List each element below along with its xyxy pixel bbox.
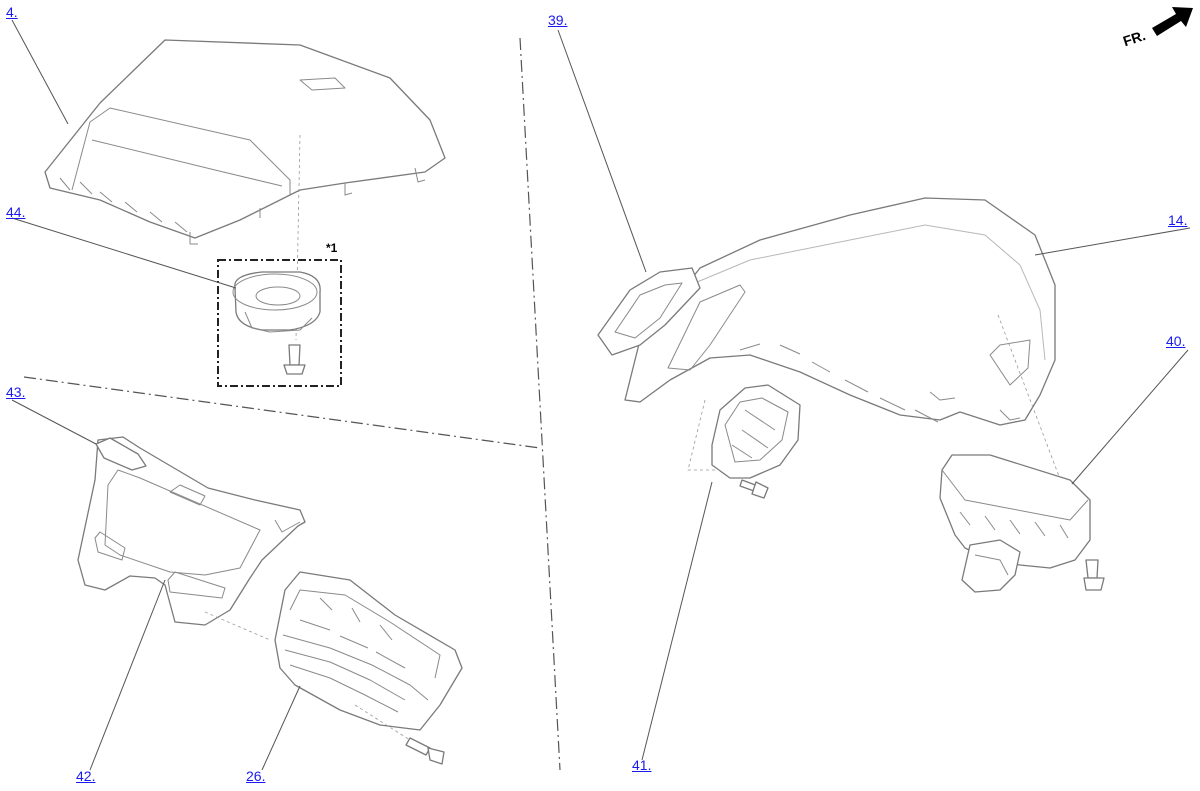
note-star1: *1: [326, 241, 338, 255]
leader-26: [261, 685, 301, 771]
leader-44: [11, 217, 237, 289]
part-26-switch-panel: [204, 571, 463, 765]
leader-43: [11, 399, 97, 445]
callout-14[interactable]: 14.: [1168, 212, 1188, 228]
detail-box-star1: [217, 259, 342, 387]
divider-vertical: [519, 37, 561, 771]
callout-42[interactable]: 42.: [76, 768, 96, 784]
callout-4[interactable]: 4.: [6, 4, 18, 20]
callout-44[interactable]: 44.: [6, 204, 26, 220]
part-42-center-panel: [77, 436, 306, 626]
front-direction-arrow-icon: [1152, 7, 1193, 36]
callout-41[interactable]: 41.: [632, 757, 652, 773]
part-41-switch: [687, 384, 801, 499]
part-44-speaker: [232, 271, 321, 375]
part-43-vent-cap: [95, 437, 147, 471]
callout-40[interactable]: 40.: [1166, 333, 1186, 349]
part-4-meter-visor: [44, 39, 446, 341]
leader-42: [89, 579, 166, 771]
divider-diagonal: [23, 376, 541, 449]
callout-39[interactable]: 39.: [548, 12, 568, 28]
leader-41: [641, 481, 713, 761]
leader-4: [11, 19, 69, 125]
callout-26[interactable]: 26.: [246, 768, 266, 784]
callout-43[interactable]: 43.: [6, 384, 26, 400]
leader-40: [1071, 349, 1189, 485]
part-39-vent-bezel: [597, 267, 701, 356]
leader-14: [1034, 227, 1191, 256]
part-40-knee-airbag: [939, 454, 1105, 593]
leader-39: [557, 29, 647, 273]
